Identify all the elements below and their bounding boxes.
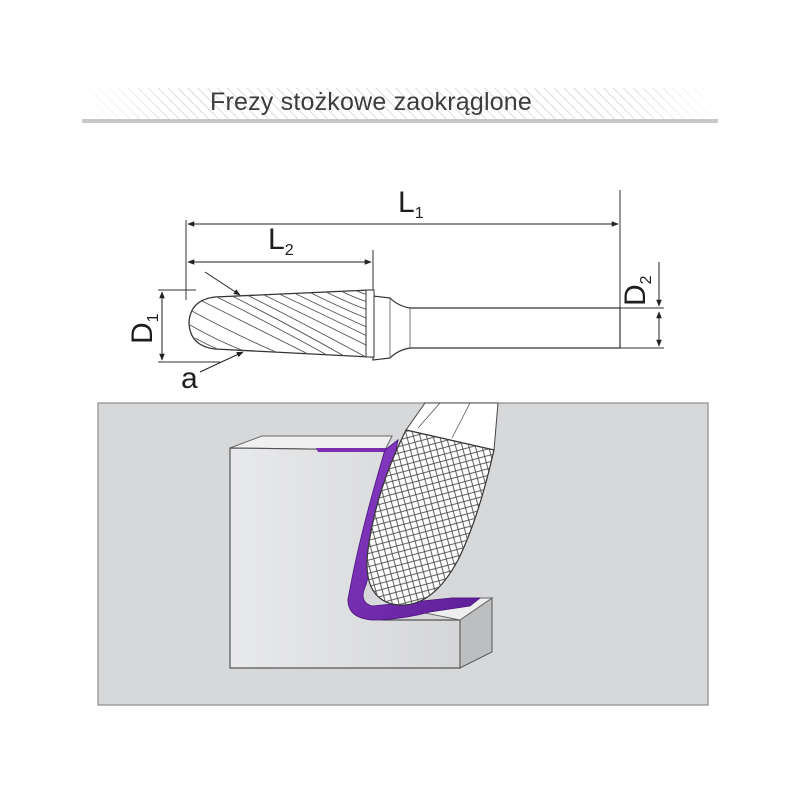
burr-cutting-head <box>188 289 375 358</box>
page-title: Frezy stożkowe zaokrąglone <box>210 88 533 116</box>
burr-shank <box>372 295 621 361</box>
svg-text:D1: D1 <box>126 313 162 344</box>
angle-arrow-top <box>204 271 241 296</box>
angle-arrow-bottom <box>199 351 244 373</box>
svg-text:D2: D2 <box>619 275 655 306</box>
label-angle-a: a <box>181 362 198 395</box>
illustration-panel <box>97 402 709 706</box>
header-rule <box>82 119 718 123</box>
header-band <box>80 88 720 123</box>
label-l2: L2 <box>268 223 294 259</box>
label-l1: L1 <box>398 186 424 222</box>
workpiece-block <box>229 435 494 669</box>
label-d1: D1 <box>126 313 162 344</box>
cutter-tool <box>366 402 499 606</box>
groove-highlight <box>316 439 482 621</box>
technical-drawing: L1 L2 a D1 D2 <box>126 186 664 395</box>
label-d2: D2 <box>619 275 655 306</box>
